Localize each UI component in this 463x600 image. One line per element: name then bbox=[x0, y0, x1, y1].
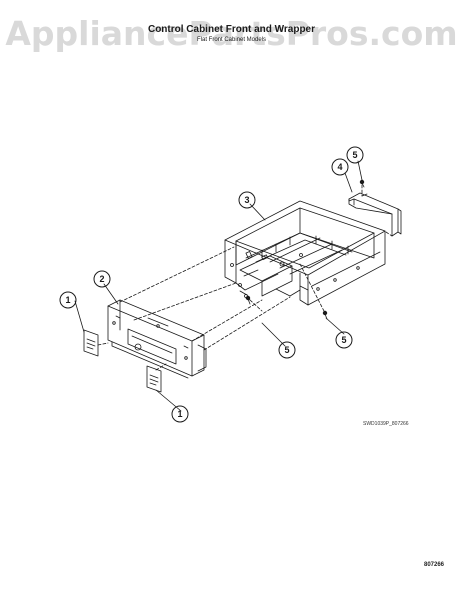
part-3-cabinet-wrapper bbox=[224, 200, 386, 306]
part-4-rear-cover bbox=[348, 192, 402, 237]
callout-label-3: 3 bbox=[244, 195, 249, 205]
part-1-overlay-left bbox=[83, 329, 99, 357]
callout-5a bbox=[346, 146, 364, 164]
callout-1a bbox=[59, 291, 77, 309]
assembly-lines bbox=[97, 184, 393, 371]
callout-label-5b: 5 bbox=[284, 345, 289, 355]
callout-label-4: 4 bbox=[337, 162, 342, 172]
part-2-control-panel bbox=[107, 299, 207, 379]
diagram-code: SWD1039P_807266 bbox=[363, 421, 409, 427]
callout-label-1b: 1 bbox=[177, 409, 182, 419]
callout-label-5c: 5 bbox=[341, 335, 346, 345]
callout-label-2: 2 bbox=[99, 274, 104, 284]
callout-5c bbox=[335, 331, 353, 349]
callout-3 bbox=[238, 191, 256, 209]
diagram-title: Control Cabinet Front and Wrapper bbox=[147, 24, 316, 35]
part-1-overlay-bottom bbox=[146, 365, 162, 393]
callout-label-1a: 1 bbox=[65, 295, 70, 305]
callout-label-5a: 5 bbox=[352, 150, 357, 160]
callout-2 bbox=[93, 270, 111, 288]
callout-1b bbox=[171, 405, 189, 423]
leader-lines bbox=[74, 160, 363, 412]
diagram-subtitle: Flat Front Cabinet Models bbox=[196, 37, 267, 43]
callout-5b bbox=[278, 341, 296, 359]
callout-4 bbox=[331, 158, 349, 176]
page-code: 807266 bbox=[424, 562, 445, 568]
